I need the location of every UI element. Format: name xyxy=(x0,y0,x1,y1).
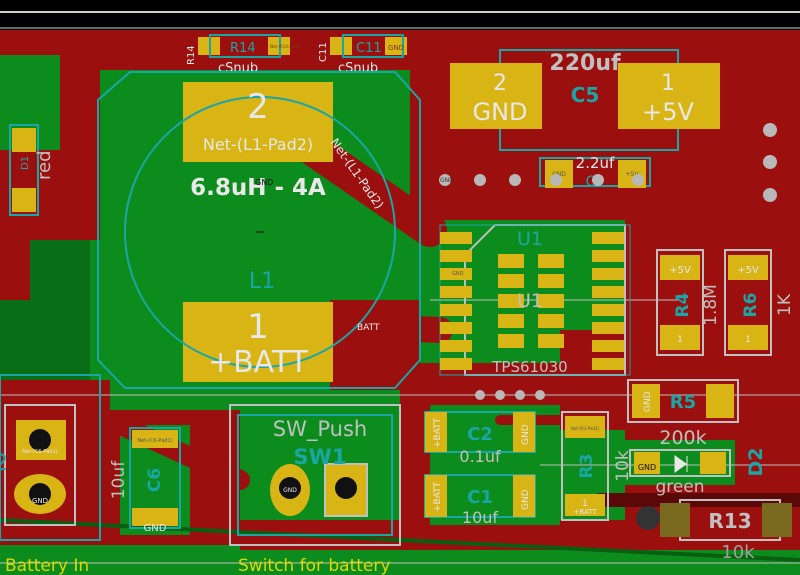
c5-ref: C5 xyxy=(571,83,600,107)
r4-value: 1.8M xyxy=(701,284,721,326)
r4-ref: R4 xyxy=(673,292,693,317)
c6-pad-bottom: GND xyxy=(144,523,167,534)
d2-footprint[interactable]: green D2 GND xyxy=(629,448,767,498)
c6-ref: C6 xyxy=(145,468,165,492)
c4-pad1-net: +5V xyxy=(626,171,640,178)
l1-pad1-num: 1 xyxy=(247,307,269,347)
r5-ref: R5 xyxy=(670,392,696,413)
sw1-ref: SW1 xyxy=(294,445,347,469)
c2-pad1-net: +BATT xyxy=(433,417,443,448)
r13-footprint[interactable]: R13 10k xyxy=(636,499,792,563)
sw1-hole-label: GND xyxy=(283,487,297,494)
l1-gnd-label: GND xyxy=(255,178,273,187)
c6-value: 10uf xyxy=(109,460,129,499)
u1-ref-fab: U1 xyxy=(517,290,543,312)
c2-ref: C2 xyxy=(467,424,493,445)
r4-footprint[interactable]: +5V 1 R4 1.8M xyxy=(656,249,721,356)
c4-footprint[interactable]: 2.2uf C4 GND +5V xyxy=(539,154,651,190)
battery-in-label: Battery In xyxy=(5,556,89,575)
r3-ref: R3 xyxy=(577,454,597,479)
c2-value: 0.1uf xyxy=(459,447,501,466)
c1-value: 10uf xyxy=(462,508,499,527)
c4-value: 2.2uf xyxy=(576,154,615,172)
battery-hole-label: GND xyxy=(32,497,48,505)
r3-value: 10k xyxy=(613,450,633,482)
c11-pad-net: GND xyxy=(388,44,404,52)
c5-pad1-net: +5V xyxy=(642,98,694,126)
r3-pad2-net: +BATT xyxy=(573,508,597,516)
ratsnest-lines xyxy=(0,299,800,564)
d1-value: red xyxy=(34,150,55,180)
c11-ref: C11 xyxy=(356,41,382,56)
battery-pad-net: Net-(C6-Pad1) xyxy=(22,449,57,455)
r14-fab-value: cSnub xyxy=(218,61,258,76)
c11-fab-value: cSnub xyxy=(338,61,378,76)
via-label: GND xyxy=(440,177,454,184)
r5-footprint[interactable]: R5 200k GND xyxy=(627,379,739,449)
r5-pad-net: GND xyxy=(643,391,653,412)
d2-value: green xyxy=(655,477,704,497)
r4-pad-net: +5V xyxy=(669,265,691,276)
c5-pad2-num: 2 xyxy=(493,71,507,96)
c2-footprint[interactable]: C2 0.1uf +BATT GND xyxy=(424,411,536,466)
u1-thermal-pads xyxy=(498,254,564,348)
l1-batt-label: BATT xyxy=(357,323,380,333)
c4-pad2-net: GND xyxy=(552,171,566,178)
c5-pad1-num: 1 xyxy=(661,71,675,96)
c11-side-ref: C11 xyxy=(318,42,329,62)
battery-connector-footprint[interactable]: Net-(C6-Pad1) GND 2 xyxy=(0,374,101,541)
r4-pad-num: 1 xyxy=(677,335,683,345)
r6-ref: R6 xyxy=(741,293,761,318)
sw1-value: SW_Push xyxy=(273,417,367,442)
d2-pad-net: GND xyxy=(638,463,656,472)
c6-pad-top: Net-(C6-Pad1) xyxy=(137,438,172,444)
c5-pad2-net: GND xyxy=(472,98,527,126)
sw1-footprint[interactable]: SW_Push SW1 GND xyxy=(229,404,401,546)
u1-right-pins xyxy=(592,232,624,370)
battery-side-num: 2 xyxy=(0,451,8,476)
c5-footprint[interactable]: 220uf C5 2 GND 1 +5V xyxy=(450,49,720,151)
l1-ref: L1 xyxy=(249,269,275,294)
c2-pad2-net: GND xyxy=(521,424,531,445)
r14-side-ref: R14 xyxy=(186,45,197,65)
r3-footprint[interactable]: R3 10k 1 +BATT Net-(R3-Pad2) xyxy=(561,411,633,521)
u1-footprint[interactable]: U1 U1 TPS61030 GND xyxy=(439,224,631,376)
d1-ref: D1 xyxy=(20,156,31,170)
switch-for-battery-label: Switch for battery xyxy=(238,556,390,575)
c1-pad1-net: +BATT xyxy=(433,481,443,512)
r6-pad-num: 1 xyxy=(745,335,751,345)
r6-value: 1K xyxy=(775,293,795,316)
l1-pad2-num: 2 xyxy=(247,87,269,127)
d1-footprint[interactable]: red D1 xyxy=(9,124,55,216)
d2-ref: D2 xyxy=(745,448,767,477)
r3-pad1-net: Net-(R3-Pad2) xyxy=(571,426,600,431)
u1-pin-label: GND xyxy=(452,271,464,277)
c5-value: 220uf xyxy=(549,51,621,76)
u1-ref: U1 xyxy=(517,228,543,250)
c6-footprint[interactable]: C6 10uf Net-(C6-Pad1) GND xyxy=(109,427,181,534)
r6-footprint[interactable]: +5V 1 R6 1K xyxy=(724,249,795,356)
r6-pad-net: +5V xyxy=(737,265,759,276)
d2-diode-icon xyxy=(674,455,688,473)
l1-pad1-net: +BATT xyxy=(208,345,309,380)
c1-ref: C1 xyxy=(467,487,493,508)
u1-value: TPS61030 xyxy=(491,358,567,376)
r13-value: 10k xyxy=(721,542,755,563)
u1-left-pins xyxy=(440,232,472,370)
l1-value: 6.8uH - 4A xyxy=(190,175,326,201)
via-group-top: GND xyxy=(439,123,777,400)
c1-footprint[interactable]: C1 10uf +BATT GND xyxy=(424,474,536,527)
r5-value: 200k xyxy=(659,427,706,449)
r14-ref: R14 xyxy=(230,41,256,56)
l1-pad2-net: Net-(L1-Pad2) xyxy=(203,135,313,154)
r3-pad-num: 1 xyxy=(582,499,588,509)
r14-pad-net: Net-(R14-Pad2) xyxy=(270,44,301,49)
r13-ref: R13 xyxy=(708,509,751,533)
r13-via xyxy=(636,506,660,530)
c1-pad2-net: GND xyxy=(521,489,531,510)
